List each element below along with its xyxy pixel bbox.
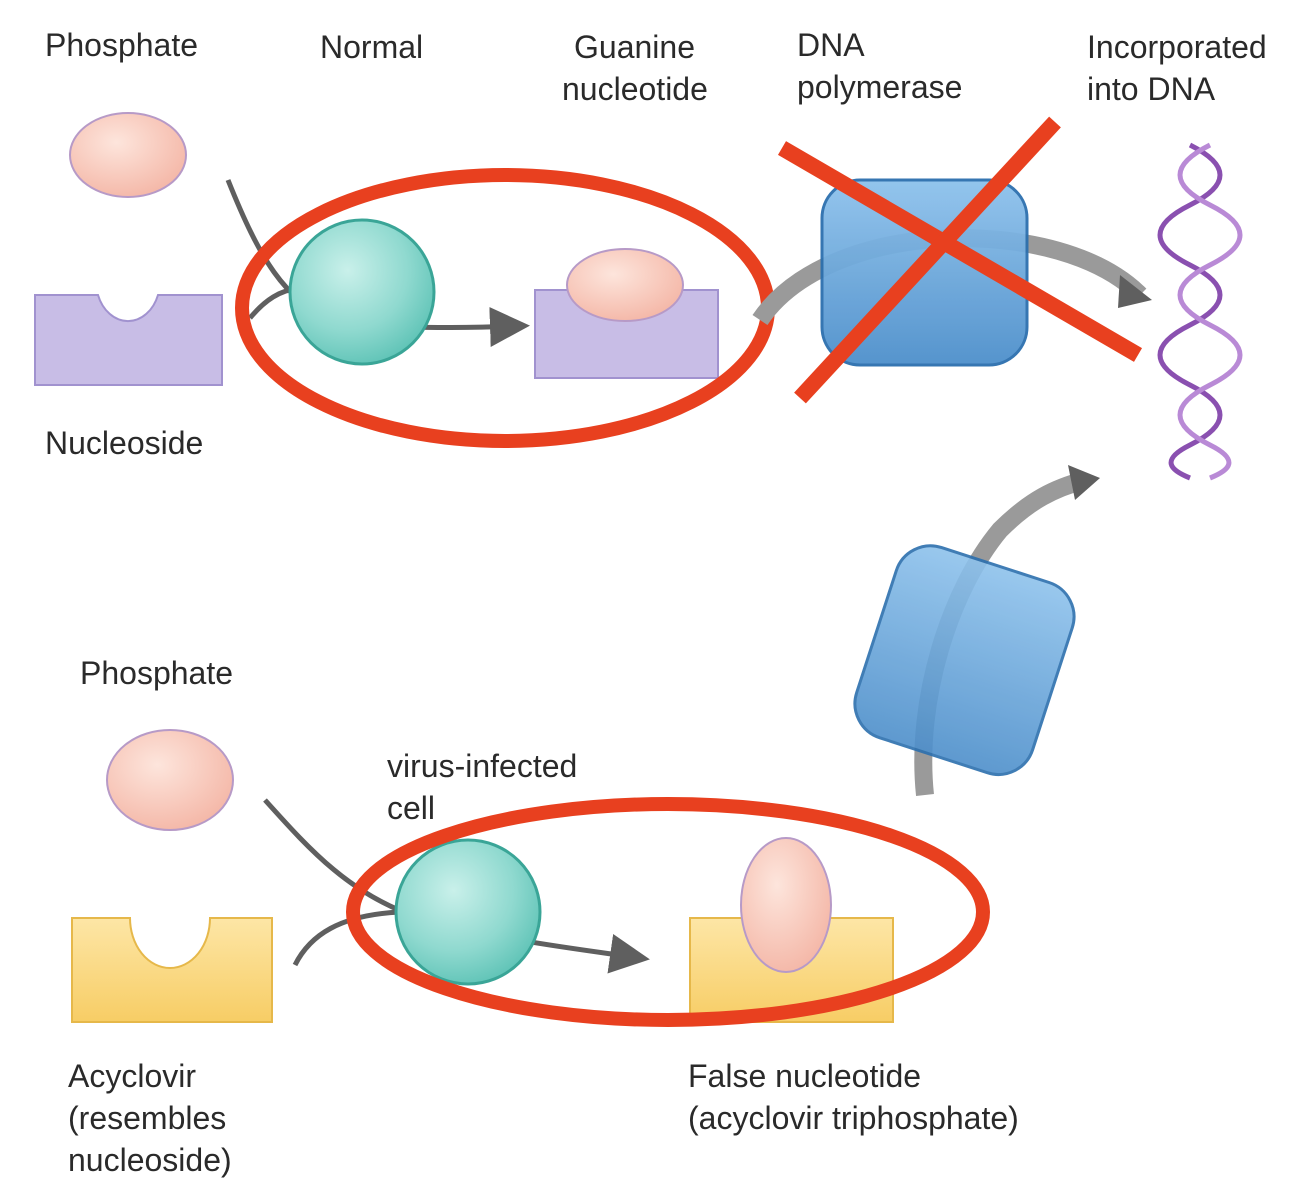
false-nucleotide-phosphate-shape (740, 837, 832, 973)
label-incorporated: Incorporated into DNA (1087, 29, 1267, 107)
red-x-line-1 (777, 141, 1143, 362)
acyclovir-input-arrow (292, 909, 401, 967)
label-phosphate-top: Phosphate (45, 27, 199, 63)
polymerase-arrowhead-bottom (1068, 465, 1100, 500)
label-normal: Normal (320, 29, 424, 65)
dna-polymerase-shape-bottom (853, 544, 1076, 776)
nucleotide-phosphate-shape (566, 248, 684, 322)
nucleoside-shape (34, 294, 223, 386)
label-virus-infected-cell: virus-infected cell (387, 748, 578, 826)
label-acyclovir: Acyclovir (resembles nucleoside) (68, 1058, 232, 1178)
acyclovir-shape (71, 917, 273, 1023)
label-false-nucleotide: False nucleotide (acyclovir triphosphate… (688, 1058, 1019, 1136)
label-phosphate-bottom: Phosphate (80, 655, 234, 691)
label-nucleoside: Nucleoside (45, 425, 204, 461)
polymerase-arrowhead-top (1118, 275, 1152, 308)
phosphate-shape (69, 112, 187, 198)
kinase-shape (288, 218, 436, 366)
phosphate-shape-bottom (106, 729, 234, 831)
viral-kinase-shape (394, 838, 542, 986)
label-dna-polymerase: DNA polymerase (797, 27, 963, 105)
red-x-line-2 (794, 116, 1061, 404)
label-guanine-nucleotide: Guanine nucleotide (562, 29, 708, 107)
highlight-ellipse-bottom (346, 797, 990, 1027)
dna-helix (1157, 142, 1243, 481)
